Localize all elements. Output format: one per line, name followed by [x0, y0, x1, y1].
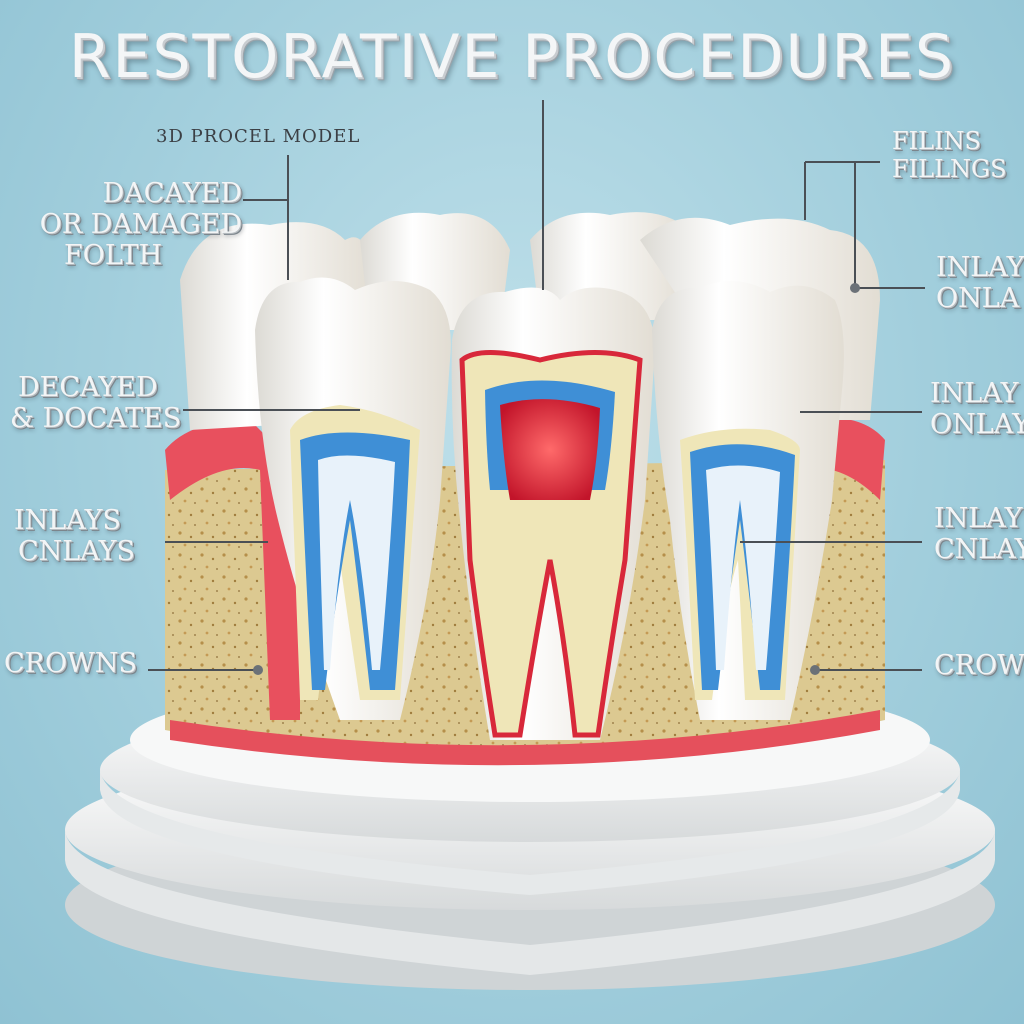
label-line: ONLA — [936, 283, 1020, 315]
label-decayed-damaged-tooth: DACAYED OR DAMAGED FOLTH — [40, 178, 242, 272]
label-crown-right: CROWN — [934, 650, 1024, 681]
subtitle: 3D PROCEL MODEL — [156, 126, 361, 147]
label-line: FILINS — [892, 127, 981, 155]
label-line: ONLAY — [930, 409, 1024, 441]
label-line: INLAYS — [14, 505, 121, 536]
label-line: CNLAY — [934, 534, 1024, 566]
center-tooth — [451, 287, 655, 740]
label-line: CROWNS — [4, 648, 137, 679]
left-tooth — [255, 277, 451, 720]
label-line: & DOCATES — [10, 403, 182, 435]
label-inlay-onlay-2: INLAY ONLAY — [930, 378, 1024, 440]
leader-lines — [148, 100, 925, 671]
label-line: CROWN — [934, 650, 1024, 681]
label-line: INLAY — [930, 378, 1019, 409]
label-line: FILLNGS — [892, 154, 1007, 183]
label-line: CNLAYS — [18, 536, 135, 568]
leader-dots — [253, 283, 860, 675]
right-tooth — [652, 280, 844, 720]
label-crowns-left: CROWNS — [4, 648, 137, 679]
label-inlay-onlay-1: INLAY ONLA — [936, 252, 1024, 314]
label-line: OR DAMAGED — [39, 209, 242, 241]
label-line: DECAYED — [18, 372, 158, 403]
label-line: INLAY — [934, 503, 1023, 534]
label-line: DACAYED — [102, 178, 242, 209]
label-fillings: FILINS FILLNGS — [892, 127, 1007, 183]
page-title: RESTORATIVE PROCEDURES — [68, 22, 956, 92]
label-inlays-onlays-left: INLAYS CNLAYS — [14, 505, 135, 567]
label-line: INLAY — [936, 252, 1024, 283]
label-line: FOLTH — [64, 240, 163, 272]
label-decayed-docates: DECAYED & DOCATES — [10, 372, 181, 434]
label-inlay-onlay-3: INLAY CNLAY — [934, 503, 1024, 565]
